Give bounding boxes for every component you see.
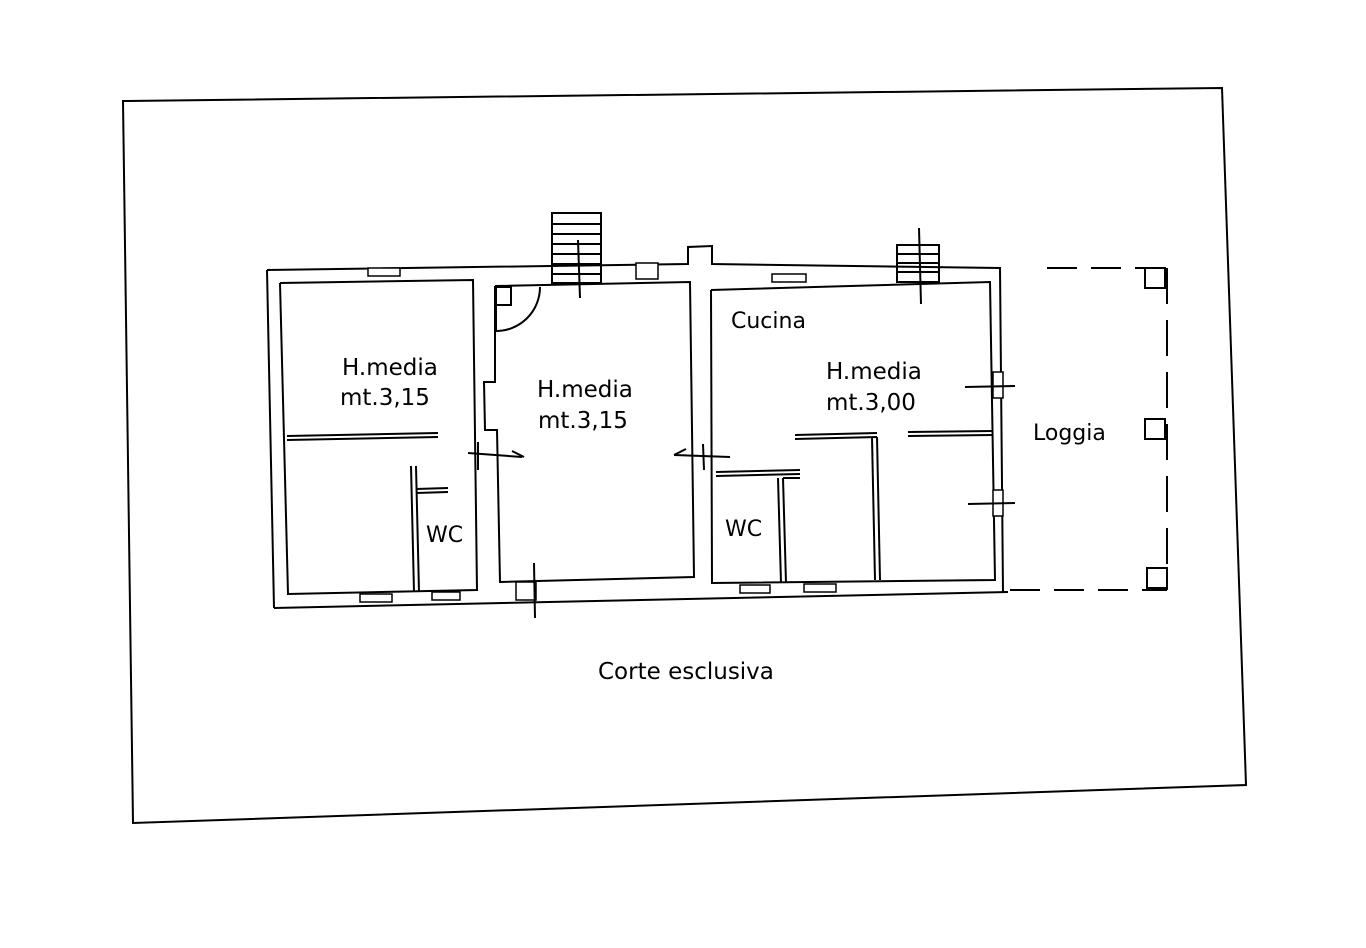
- wc-right-label: WC: [725, 517, 762, 542]
- loggia-label: Loggia: [1033, 421, 1106, 446]
- loggia-outline: [1010, 267, 1168, 591]
- room2-height-value: mt.3,15: [538, 408, 628, 434]
- room3-height-value: mt.3,00: [826, 390, 916, 416]
- room1-height-value: mt.3,15: [340, 385, 430, 411]
- wc-left-label: WC: [426, 523, 463, 548]
- stairs: [551, 212, 940, 305]
- courtyard-label: Corte esclusiva: [598, 659, 774, 685]
- room1-height-label: H.media: [342, 355, 438, 381]
- entrance-markers: [467, 385, 1016, 619]
- property-boundary: [121, 86, 1248, 825]
- room3-height-label: H.media: [826, 359, 922, 385]
- door-swing: [495, 286, 541, 332]
- partitions: [286, 430, 994, 593]
- room2-height-label: H.media: [537, 377, 633, 403]
- kitchen-label: Cucina: [731, 309, 806, 334]
- windows: [359, 262, 1004, 603]
- building-walls: [266, 244, 1009, 609]
